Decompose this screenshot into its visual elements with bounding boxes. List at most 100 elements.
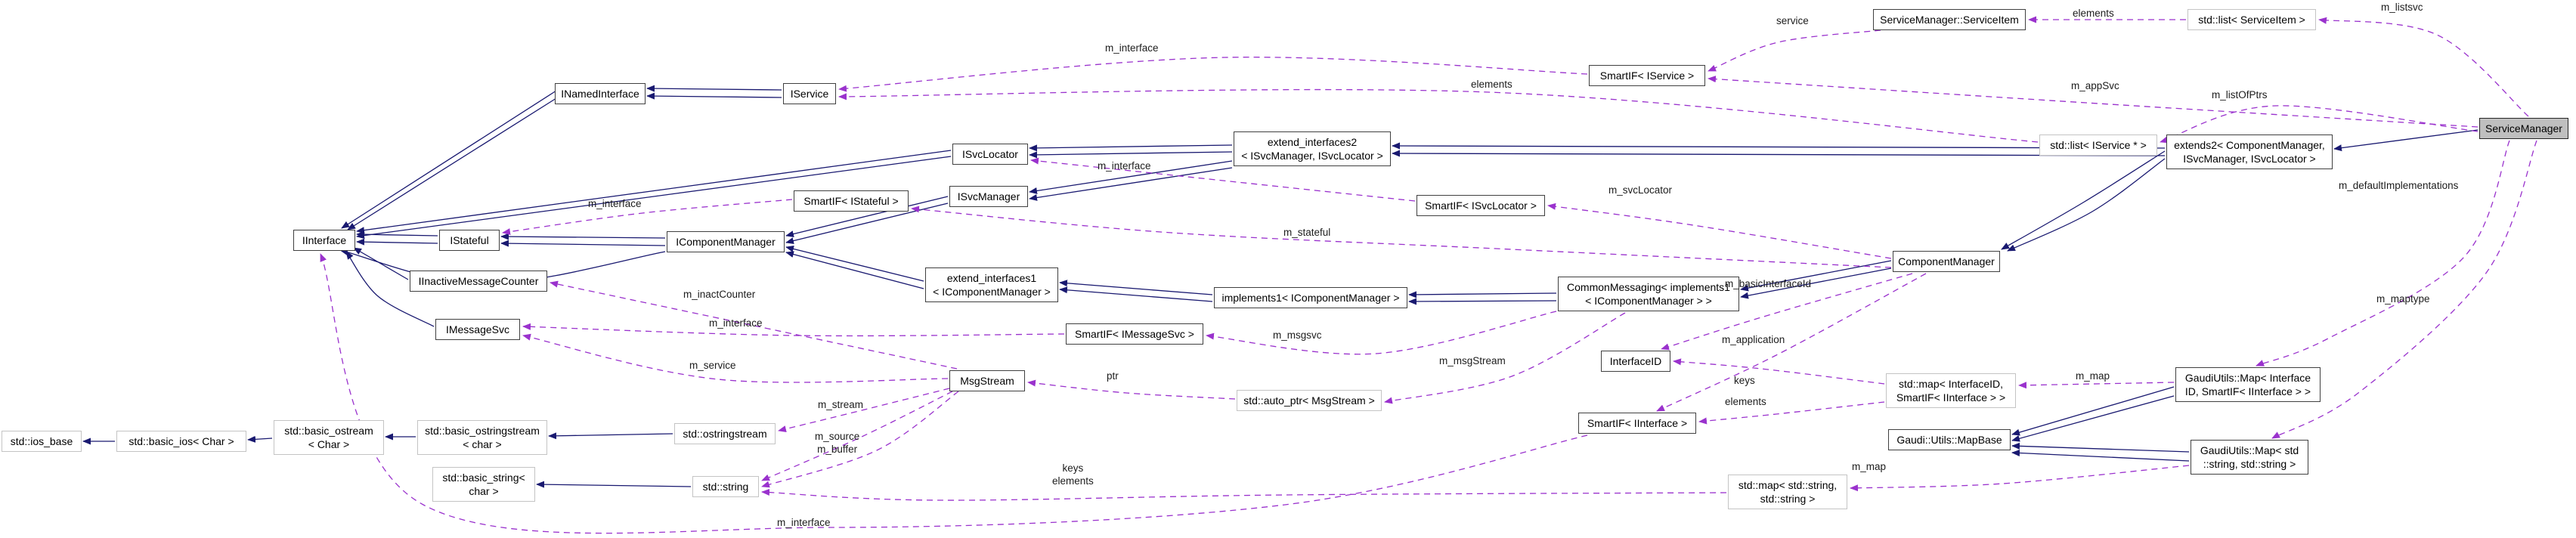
usage-m-svclocator-componentmanager-smartifisvclocator xyxy=(1547,203,1892,259)
node-iinactivemessagecounter[interactable]: IInactiveMessageCounter xyxy=(410,271,547,292)
usage-m-msgsvc-commonmessaging-smartifimessagesvc xyxy=(1206,311,1557,355)
node-isvclocator[interactable]: ISvcLocator xyxy=(952,144,1028,165)
inherit-iinactivemessagecounter-iinterface xyxy=(353,247,409,280)
node-std-ostringstream[interactable]: std::ostringstream xyxy=(674,423,776,444)
node-interfaceid[interactable]: InterfaceID xyxy=(1601,351,1670,372)
edge-label-m-map-string: m_map xyxy=(1852,461,1887,472)
edge-label-m-interface-top: m_interface xyxy=(1105,42,1159,54)
inherit-ostringstream-basicostringstream xyxy=(548,432,673,440)
node-std-map-interfaceid[interactable]: std::map< InterfaceID, SmartIF< IInterfa… xyxy=(1886,373,2016,408)
edge-label-keys-interfaceid: keys xyxy=(1734,375,1755,386)
usage-m-service-msgstream-imessagesvc xyxy=(522,333,949,383)
usage-m-listsvc-servicemanager-listserviceitem xyxy=(2318,17,2529,117)
edge-label-m-msgstream: m_msgStream xyxy=(1439,355,1506,366)
usage-m-appsvc-servicemanager-smartifiservice xyxy=(1708,76,2478,128)
usage-m-msgstream-commonmessaging-autoptr xyxy=(1384,312,1626,404)
usage-service-serviceitem-smartifiservice xyxy=(1708,29,1881,72)
edge-label-ptr: ptr xyxy=(1107,370,1119,382)
inherit-isvcmanager-icomponentmanager-1 xyxy=(785,196,949,238)
edge-label-m-inactcounter: m_inactCounter xyxy=(683,289,756,300)
node-icomponentmanager[interactable]: IComponentManager xyxy=(667,231,785,252)
node-servicemanager-serviceitem[interactable]: ServiceManager::ServiceItem xyxy=(1873,9,2026,30)
node-extends2[interactable]: extends2< ComponentManager, ISvcManager,… xyxy=(2166,134,2333,169)
node-std-basic-ios[interactable]: std::basic_ios< Char > xyxy=(116,431,246,452)
inherit-extends2-componentmanager-1 xyxy=(2001,150,2166,250)
edge-label-m-maptype: m_maptype xyxy=(2376,293,2430,305)
node-componentmanager[interactable]: ComponentManager xyxy=(1893,251,2000,272)
node-gaudiutils-map-interfaceid[interactable]: GaudiUtils::Map< Interface ID, SmartIF< … xyxy=(2175,367,2321,402)
node-iservice[interactable]: IService xyxy=(783,83,836,104)
node-std-list-iservice-ptr[interactable]: std::list< IService * > xyxy=(2039,134,2157,156)
node-extend-interfaces1[interactable]: extend_interfaces1 < IComponentManager > xyxy=(925,267,1058,302)
inherit-commonmessaging-implements1-1 xyxy=(1408,291,1557,298)
usage-elements-stdmapid-smartifiinterface xyxy=(1698,401,1885,425)
node-istateful[interactable]: IStateful xyxy=(439,230,500,251)
usage-keys-elements-mapstring-string xyxy=(761,488,1727,501)
edge-label-m-basicinterfaceid: m_basicInterfaceId xyxy=(1725,278,1812,289)
usage-m-map-mapstring-stdmapstring xyxy=(1850,465,2190,492)
node-extend-interfaces2[interactable]: extend_interfaces2 < ISvcManager, ISvcLo… xyxy=(1234,131,1391,166)
usage-m-buffer-msgstream-string xyxy=(761,391,959,488)
inherit-implements1-extendinterfaces1-2 xyxy=(1059,286,1213,302)
edge-label-m-interface-isvclocator: m_interface xyxy=(1098,160,1151,172)
node-smartif-istateful[interactable]: SmartIF< IStateful > xyxy=(794,190,909,212)
node-implements1[interactable]: implements1< IComponentManager > xyxy=(1214,287,1407,308)
node-iinterface[interactable]: IInterface xyxy=(293,230,355,251)
usage-m-stateful-componentmanager-smartifistateful xyxy=(911,206,1892,268)
edge-label-m-listsvc: m_listsvc xyxy=(2381,2,2423,13)
node-std-auto-ptr-msgstream[interactable]: std::auto_ptr< MsgStream > xyxy=(1237,390,1382,411)
node-isvcmanager[interactable]: ISvcManager xyxy=(949,186,1028,207)
usage-m-stream-msgstream-ostringstream xyxy=(778,388,950,432)
node-gaudiutils-map-string[interactable]: GaudiUtils::Map< std ::string, std::stri… xyxy=(2191,440,2308,475)
node-smartif-iinterface[interactable]: SmartIF< IInterface > xyxy=(1578,413,1696,434)
inherit-mapid-mapbase-2 xyxy=(2011,395,2175,442)
node-std-string[interactable]: std::string xyxy=(692,476,759,497)
usage-m-application-componentmanager-smartifiinterface xyxy=(1656,273,1927,412)
node-commonmessaging[interactable]: CommonMessaging< implements1 < IComponen… xyxy=(1558,277,1739,311)
inherit-inamedinterface-iinterface-2 xyxy=(347,97,557,230)
inherit-extendinterfaces2-isvcmanager-1 xyxy=(1029,160,1233,194)
inherit-istateful-iinterface-1 xyxy=(356,230,438,238)
usage-m-source-msgstream-string xyxy=(761,391,953,481)
node-smartif-isvclocator[interactable]: SmartIF< ISvcLocator > xyxy=(1416,195,1545,216)
inherit-extendinterfaces2-isvclocator-2 xyxy=(1029,151,1233,159)
edge-label-m-msgsvc: m_msgsvc xyxy=(1273,329,1322,341)
node-msgstream[interactable]: MsgStream xyxy=(949,370,1025,391)
edge-label-elements-iservice: elements xyxy=(1471,79,1512,90)
inherit-servicemanager-extends2 xyxy=(2333,129,2478,152)
edge-label-m-interface-bottom: m_interface xyxy=(777,517,831,528)
edge-label-elements-serviceitem: elements xyxy=(2073,8,2114,19)
node-inamedinterface[interactable]: INamedInterface xyxy=(555,83,646,104)
inherit-icomponentmanager-istateful-1 xyxy=(500,233,666,240)
inherit-mapid-mapbase-1 xyxy=(2011,386,2175,436)
inherit-implements1-extendinterfaces1-1 xyxy=(1059,280,1213,295)
usage-m-interface-smartifimessagesvc-imessagesvc xyxy=(522,323,1065,337)
edge-label-m-appsvc: m_appSvc xyxy=(2071,80,2119,91)
node-smartif-iservice[interactable]: SmartIF< IService > xyxy=(1589,65,1705,86)
edge-label-elements-smartifiinterface: elements xyxy=(1725,396,1766,407)
node-std-basic-ostream[interactable]: std::basic_ostream < Char > xyxy=(274,420,384,455)
edge-label-m-application: m_application xyxy=(1722,334,1785,345)
inherit-isvclocator-iinterface-1 xyxy=(356,150,952,234)
usage-elements-listiservice-iservice xyxy=(838,88,2039,143)
node-smartif-imessagesvc[interactable]: SmartIF< IMessageSvc > xyxy=(1066,323,1203,345)
edge-label-m-source-m-buffer: m_source m_buffer xyxy=(815,431,860,455)
node-gaudi-utils-mapbase[interactable]: Gaudi::Utils::MapBase xyxy=(1888,429,2011,450)
inherit-isvcmanager-icomponentmanager-2 xyxy=(785,203,949,245)
node-std-basic-ostringstream[interactable]: std::basic_ostringstream < char > xyxy=(417,420,547,455)
edge-label-m-defaultimplementations: m_defaultImplementations xyxy=(2339,180,2459,191)
node-std-map-string[interactable]: std::map< std::string, std::string > xyxy=(1728,475,1847,509)
inherit-iservice-inamedinterface-1 xyxy=(646,85,782,92)
node-std-list-serviceitem[interactable]: std::list< ServiceItem > xyxy=(2187,9,2316,30)
inherit-basicostream-basicios xyxy=(247,435,273,443)
inherit-imessagesvc-iinterface xyxy=(345,251,435,327)
node-servicemanager[interactable]: ServiceManager xyxy=(2479,118,2568,139)
node-std-basic-string[interactable]: std::basic_string< char > xyxy=(432,467,535,502)
inherit-mapstring-mapbase-1 xyxy=(2011,442,2190,453)
inherit-icomponentmanager-istateful-2 xyxy=(500,240,666,247)
usage-ptr-autoptr-msgstream xyxy=(1027,379,1236,400)
node-std-ios-base[interactable]: std::ios_base xyxy=(2,431,82,452)
node-imessagesvc[interactable]: IMessageSvc xyxy=(435,319,520,340)
edge-label-m-svclocator: m_svcLocator xyxy=(1608,184,1673,196)
